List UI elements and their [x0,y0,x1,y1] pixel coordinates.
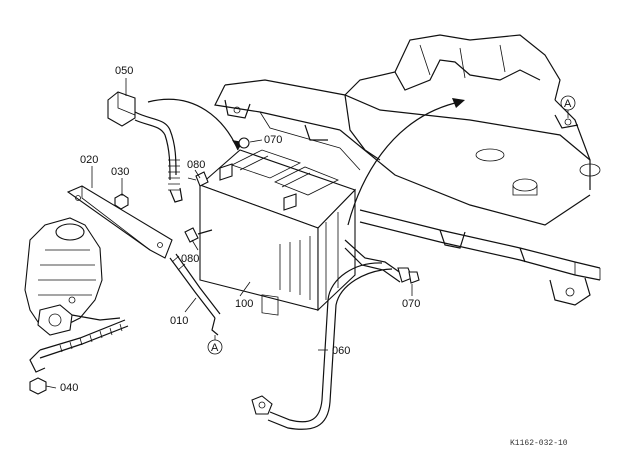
label-030: 030 [111,166,129,178]
routing-arrows [147,98,465,226]
label-050: 050 [115,65,133,77]
reference-code: K1162-032-10 [510,439,568,448]
cable-050 [107,91,183,203]
nut-030 [114,193,129,210]
starter-braid-cable [29,319,129,373]
bolt-070-top [238,137,263,149]
label-080-upper: 080 [187,159,205,171]
leader-lines [45,78,569,389]
marker-a-bottom: A [207,339,223,355]
label-020: 020 [80,154,98,166]
label-080-lower: 080 [181,253,199,265]
marker-a-top-text: A [564,98,572,110]
marker-a-top: A [560,95,576,111]
label-070-top: 070 [264,134,282,146]
label-060: 060 [332,345,350,357]
label-010: 010 [170,315,188,327]
label-100: 100 [235,298,253,310]
bolt-070-lower [408,271,420,284]
battery [198,149,356,316]
bracket-020 [66,185,173,259]
cable-010 [169,253,221,336]
nut-040 [29,377,47,395]
chassis-frame [214,34,601,306]
label-070-lower: 070 [402,298,420,310]
label-040: 040 [60,382,78,394]
bolt-080-lower [184,227,213,243]
starter-motor [24,217,121,336]
marker-a-bottom-text: A [211,342,219,354]
bolt-080-upper [187,171,209,187]
